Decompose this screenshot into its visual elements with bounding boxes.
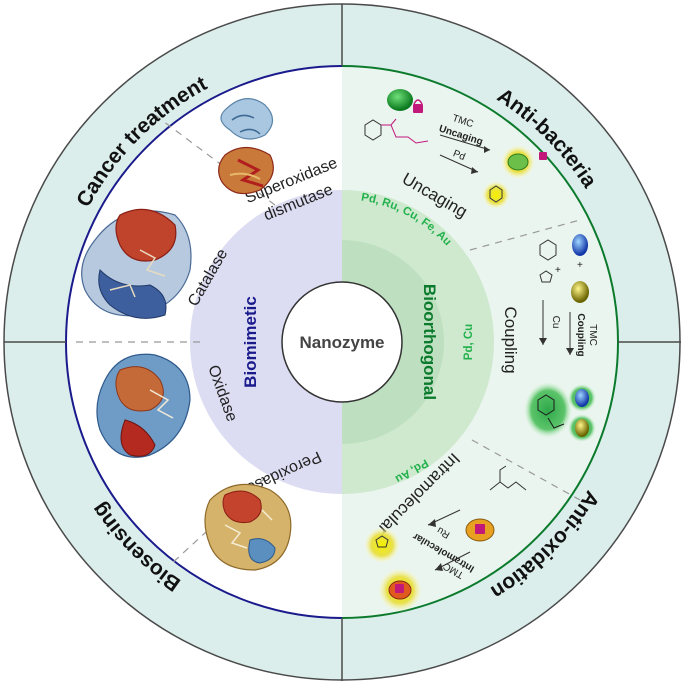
bioorthogonal-label: Bioorthogonal xyxy=(420,284,439,400)
coupling-plus-2: + xyxy=(577,260,583,271)
protein-catalase-image xyxy=(81,208,192,319)
center-label: Nanozyme xyxy=(299,333,384,352)
protein-oxidase-image xyxy=(96,353,191,458)
protein-peroxidase-image xyxy=(204,483,292,571)
coupling-scheme: + + TMC Coupling Cu xyxy=(524,234,598,442)
sector-dividers xyxy=(70,114,581,566)
catalyst-coupling: Pd, Cu xyxy=(463,324,475,360)
coupling-tmc: TMC xyxy=(587,324,598,346)
coupling-plus: + xyxy=(555,265,561,276)
cage-lock-icon xyxy=(413,104,423,113)
biomimetic-border xyxy=(65,65,343,619)
cyclized-product-glow xyxy=(364,527,400,563)
protein-superoxide-dismutase-image xyxy=(218,98,274,195)
inner-left-half xyxy=(190,190,342,494)
uncaging-pd: Pd xyxy=(451,148,466,163)
nanozyme-green-ball xyxy=(387,89,413,111)
bioorthogonal-border xyxy=(341,65,619,619)
uncaging-scheme: TMC Uncaging Pd xyxy=(364,89,547,209)
center-circle xyxy=(281,281,403,403)
coupled-product-glow xyxy=(524,382,572,438)
nanozyme-yellow-ball xyxy=(571,281,589,303)
coupling-bold: Coupling xyxy=(575,313,586,356)
nanozyme-blue-ball xyxy=(572,234,588,256)
coupling-label: Coupling xyxy=(501,306,520,373)
released-cage-icon xyxy=(539,152,547,160)
coupling-cu: Cu xyxy=(550,316,561,329)
biomimetic-label: Biomimetic xyxy=(241,296,260,388)
